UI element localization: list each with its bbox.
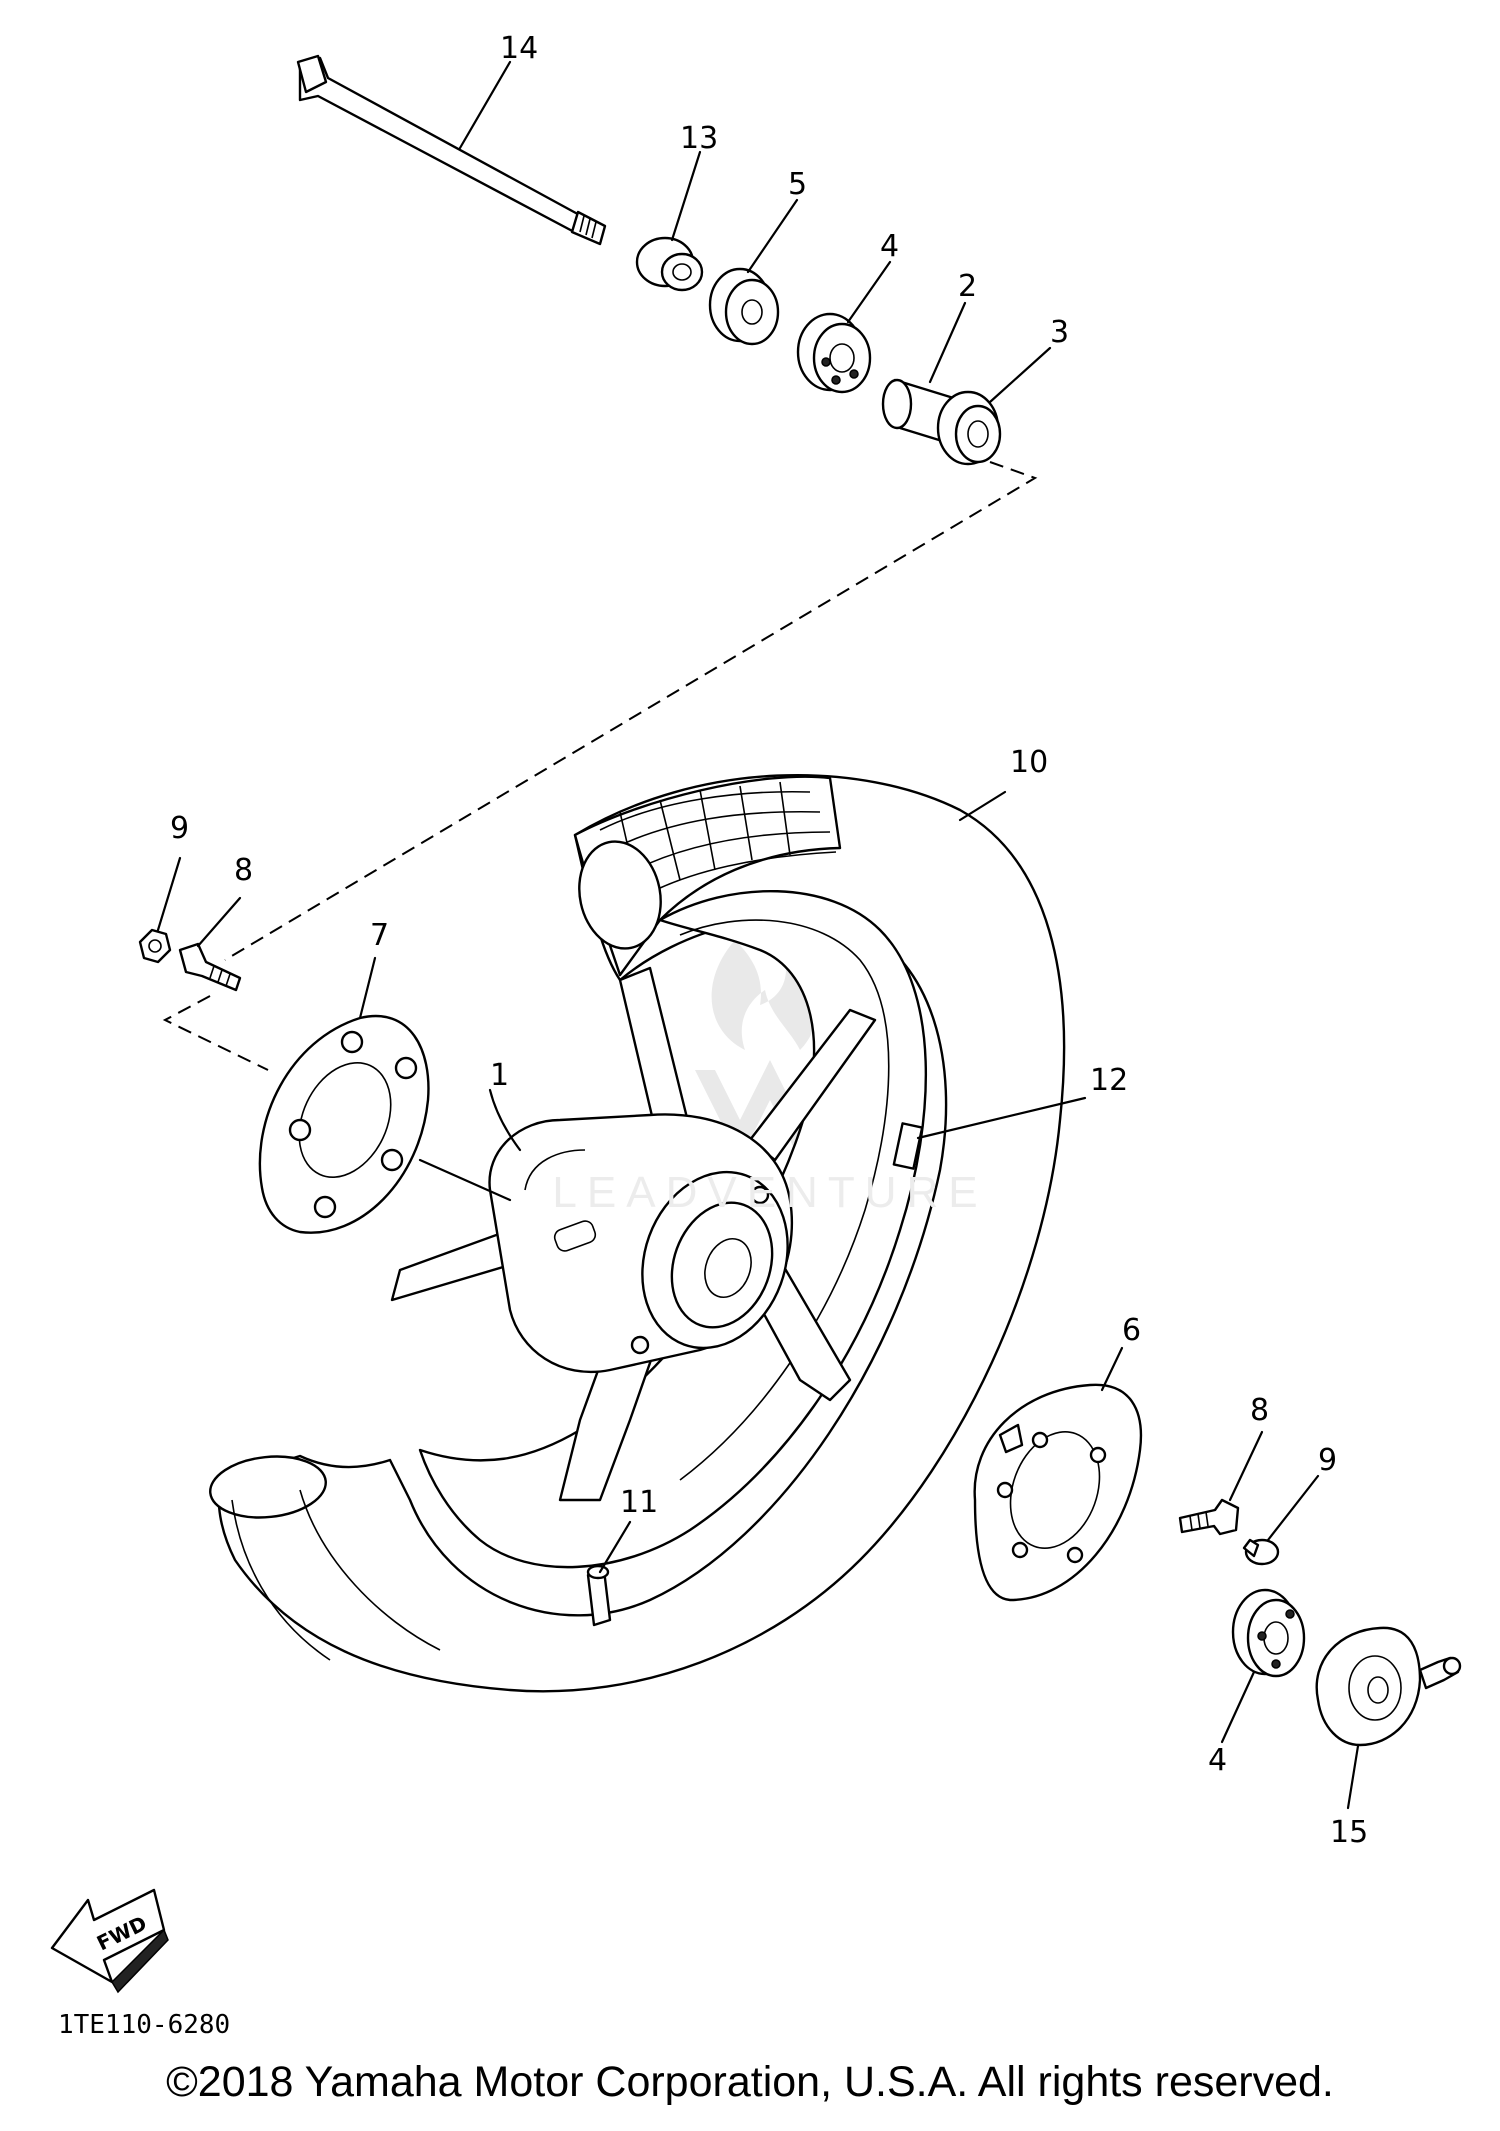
callout-3: 3 bbox=[1050, 315, 1069, 350]
wheel-rim-part-1[interactable] bbox=[390, 890, 928, 1627]
callout-4-top: 4 bbox=[880, 229, 899, 264]
brake-disc-part-7[interactable] bbox=[258, 1015, 430, 1234]
callout-8-right: 8 bbox=[1250, 1393, 1269, 1428]
callout-9-right: 9 bbox=[1318, 1443, 1337, 1478]
brake-disc-part-6[interactable] bbox=[973, 1383, 1143, 1602]
nut-part-9-right[interactable] bbox=[1242, 1538, 1280, 1566]
tire-part-10[interactable] bbox=[207, 774, 1066, 1693]
bolt-part-8-left[interactable] bbox=[178, 942, 242, 992]
callout-8-left: 8 bbox=[234, 853, 253, 888]
nut-part-9-left[interactable] bbox=[138, 928, 172, 964]
callout-13: 13 bbox=[680, 121, 718, 156]
axle-part-14[interactable] bbox=[296, 54, 607, 246]
callout-5: 5 bbox=[788, 167, 807, 202]
assembly-guide-line bbox=[224, 461, 1038, 961]
spacer-flange-part-3[interactable] bbox=[936, 390, 1002, 466]
callout-15: 15 bbox=[1330, 1815, 1368, 1850]
callout-4-bottom: 4 bbox=[1208, 1743, 1227, 1778]
oil-seal-part-5[interactable] bbox=[708, 267, 780, 346]
copyright-notice: ©2018 Yamaha Motor Corporation, U.S.A. A… bbox=[166, 2058, 1334, 2106]
leader-lines bbox=[156, 60, 1360, 1810]
bearing-part-4-bottom[interactable] bbox=[1231, 1588, 1306, 1678]
callout-6: 6 bbox=[1122, 1313, 1141, 1348]
meter-gear-unit-part-15[interactable] bbox=[1315, 1626, 1462, 1747]
fwd-arrow-icon: FWD bbox=[50, 1888, 169, 1994]
callout-14: 14 bbox=[500, 31, 538, 66]
assembly-guide-line-2 bbox=[162, 995, 269, 1071]
callout-12: 12 bbox=[1090, 1063, 1128, 1098]
bearing-part-4-top[interactable] bbox=[796, 312, 872, 394]
callout-9-left: 9 bbox=[170, 811, 189, 846]
diagram-code: 1TE110-6280 bbox=[58, 2010, 230, 2040]
collar-part-13[interactable] bbox=[635, 236, 704, 292]
callouts: 14 13 5 4 2 3 10 9 8 7 1 12 6 8 9 11 4 1… bbox=[170, 31, 1368, 1850]
callout-2: 2 bbox=[958, 269, 977, 304]
bolt-part-8-right[interactable] bbox=[1178, 1498, 1240, 1536]
callout-1: 1 bbox=[490, 1058, 509, 1093]
callout-11: 11 bbox=[620, 1485, 658, 1520]
watermark-text: LEADVENTURE bbox=[552, 1168, 988, 1217]
callout-7: 7 bbox=[370, 918, 389, 953]
callout-10: 10 bbox=[1010, 745, 1048, 780]
